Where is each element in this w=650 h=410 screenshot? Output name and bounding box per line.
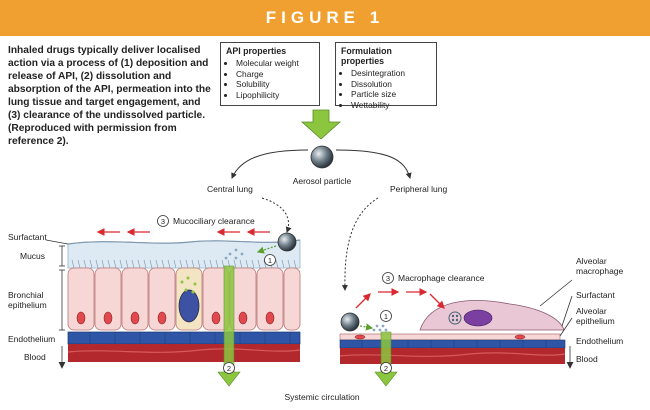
macrophage-clearance-label: Macrophage clearance [398, 273, 485, 283]
formulation-property-item: Dissolution [351, 79, 431, 90]
peripheral-lung-label: Peripheral lung [390, 184, 447, 194]
aerosol-particle-icon [310, 145, 334, 169]
step-2-left-badge [223, 362, 235, 374]
step-1-right-badge [380, 310, 392, 322]
released-api-dots [224, 248, 244, 260]
mucociliary-clearance-label: Mucociliary clearance [173, 216, 255, 226]
arrow-to-peripheral-lung [335, 149, 412, 179]
systemic-circulation-label: Systemic circulation [284, 392, 359, 402]
formulation-properties-title: Formulation properties [341, 46, 392, 66]
figure-caption: Inhaled drugs typically deliver localise… [8, 45, 211, 147]
left-layer-brackets [45, 239, 69, 369]
left-surfactant-label: Surfactant [8, 232, 47, 242]
left-endothelium-label: Endothelium [8, 334, 55, 344]
api-property-item: Solubility [236, 79, 314, 90]
api-property-item: Charge [236, 69, 314, 80]
arrow-to-central-lung [231, 149, 309, 179]
formulation-property-item: Particle size [351, 89, 431, 100]
step-1-right-number: 1 [384, 312, 388, 321]
mucus-label: Mucus [20, 251, 45, 261]
released-api-dots-peripheral [372, 324, 388, 332]
deposited-particle-peripheral [340, 312, 360, 332]
step-3-left-number: 3 [161, 217, 165, 226]
formulation-property-item: Desintegration [351, 68, 431, 79]
left-blood-label: Blood [24, 352, 46, 362]
alveolar-tissue [339, 300, 566, 364]
api-property-item: Molecular weight [236, 58, 314, 69]
right-surfactant-label: Surfactant [576, 290, 615, 300]
step-3-left-badge [157, 215, 169, 227]
aerosol-particle-label: Aerosol particle [293, 176, 352, 186]
right-endothelium-label: Endothelium [576, 336, 623, 346]
figure-title: FIGURE 1 [0, 0, 650, 36]
central-deposition-path [261, 197, 292, 233]
api-properties-title: API properties [226, 46, 287, 56]
right-blood-label: Blood [576, 354, 598, 364]
macrophage-clearance-arrows [355, 288, 445, 309]
bronchial-tissue [67, 239, 301, 362]
right-label-leaders [539, 279, 574, 369]
alveolar-epithelium-label: Alveolar epithelium [576, 306, 615, 326]
alveolar-macrophage-label: Alveolar macrophage [576, 256, 624, 276]
step-3-right-number: 3 [386, 274, 390, 283]
step-3-right-badge [382, 272, 394, 284]
step-1-left-number: 1 [268, 256, 272, 265]
formulation-property-item: Wettability [351, 100, 431, 111]
release-arrow-peripheral [359, 323, 374, 331]
step-2-left-number: 2 [227, 364, 231, 373]
central-lung-label: Central lung [207, 184, 253, 194]
step-2-right-badge [380, 362, 392, 374]
step-2-right-number: 2 [384, 364, 388, 373]
deposited-particle-central [277, 232, 297, 252]
input-arrow [300, 109, 342, 140]
step-1-left-badge [264, 254, 276, 266]
formulation-properties-box: Formulation properties Desintegration Di… [335, 42, 437, 110]
api-property-item: Lipophilicity [236, 90, 314, 101]
peripheral-deposition-path [341, 197, 379, 291]
bronchial-epithelium-label: Bronchial epithelium [8, 290, 47, 310]
api-properties-box: API properties Molecular weight Charge S… [220, 42, 320, 106]
release-arrow-central [256, 245, 277, 254]
